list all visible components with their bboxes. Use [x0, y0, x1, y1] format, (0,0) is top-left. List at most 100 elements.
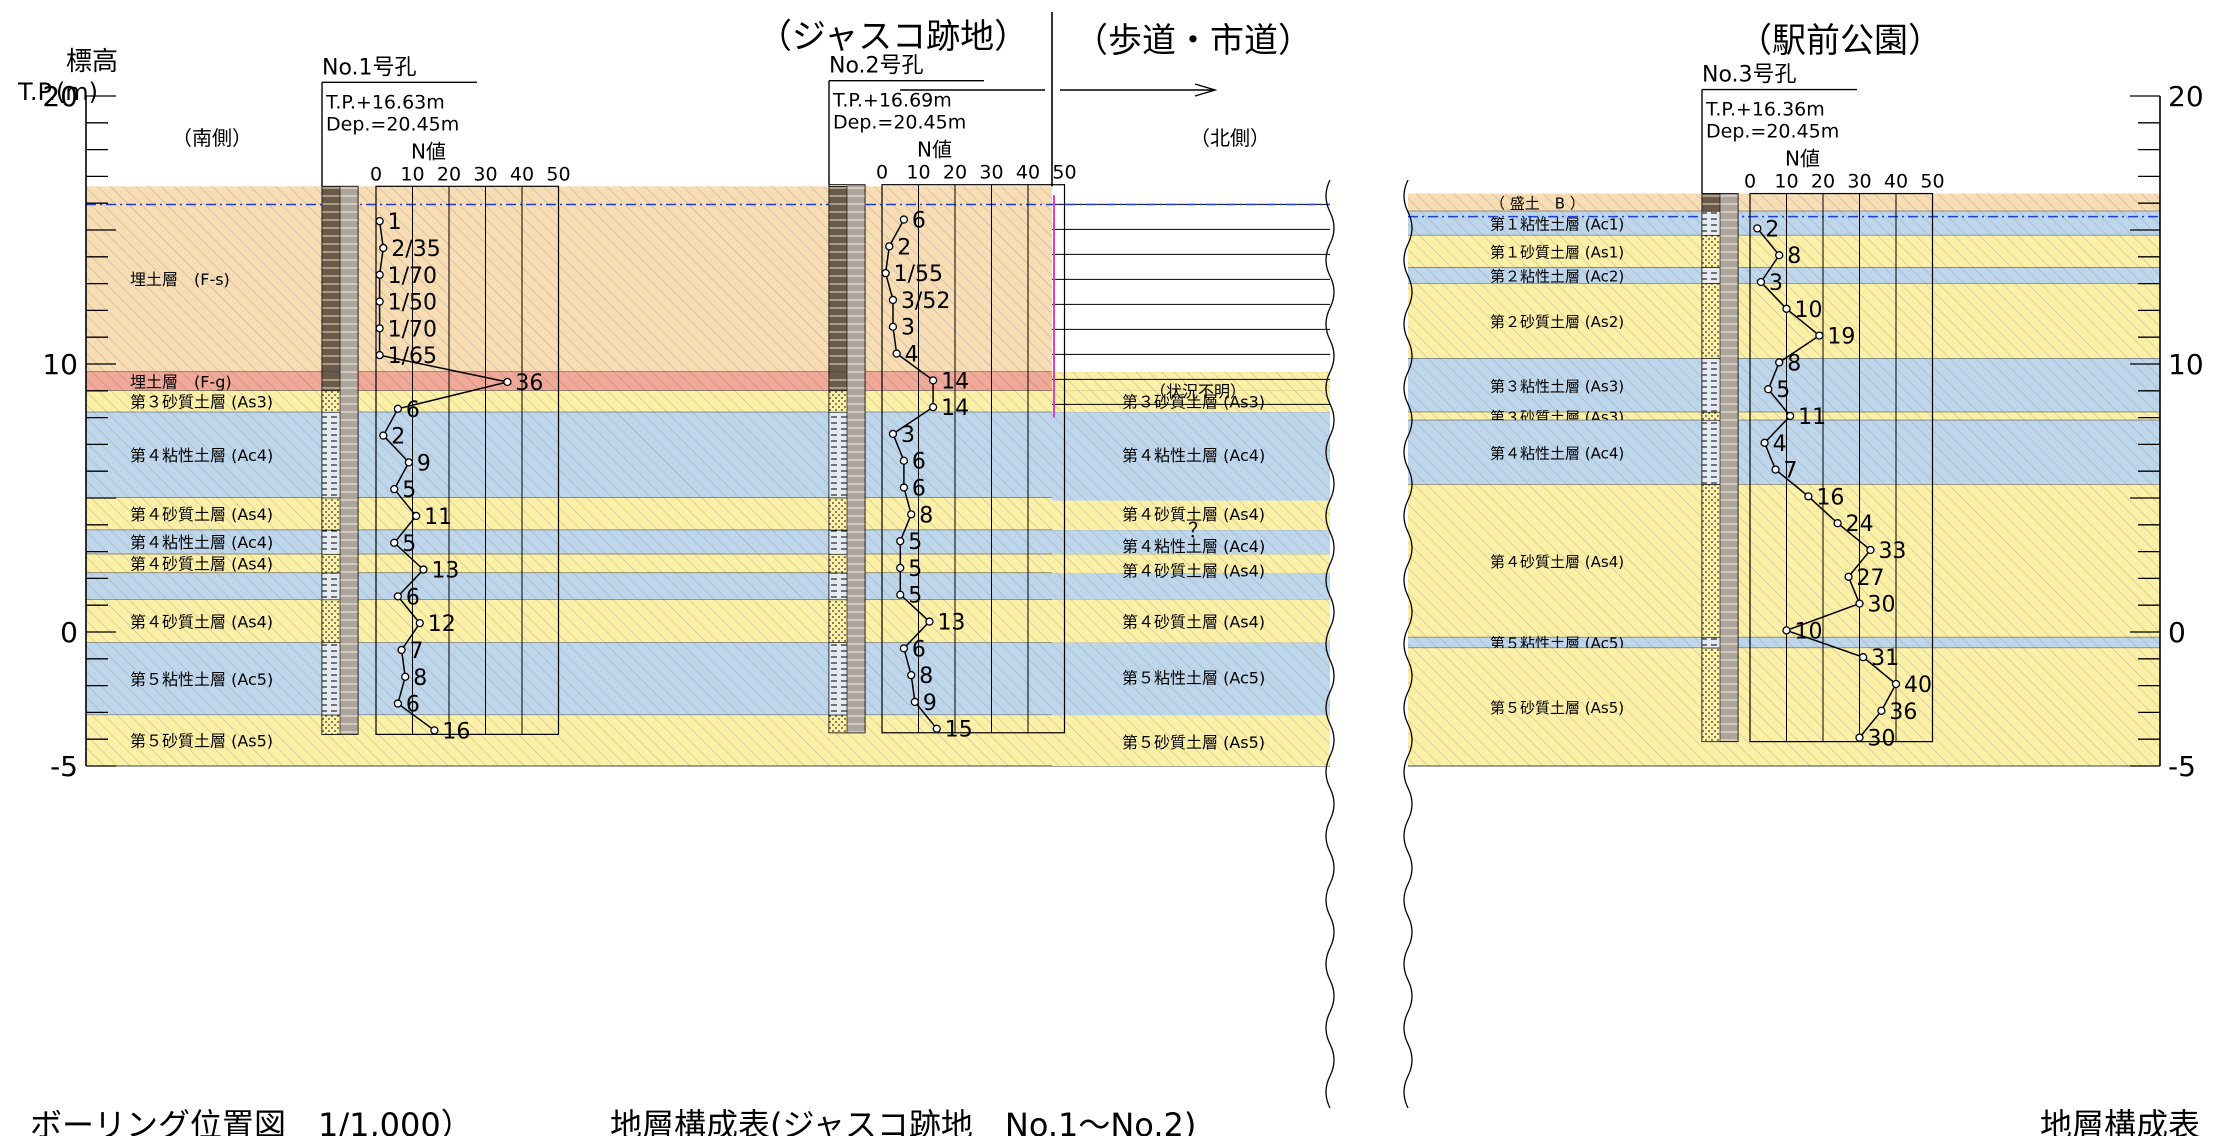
n-value-text: 3 — [1769, 271, 1783, 296]
n-value-text: 8 — [919, 664, 933, 689]
layer-label: 第４粘性土層 (Ac4) — [130, 533, 273, 552]
borehole-name: No.3号孔 — [1702, 63, 1797, 88]
site-title-jasco: （ジャスコ跡地） — [758, 17, 1028, 57]
borehole-column-layer — [1701, 637, 1721, 649]
borehole-depth: Dep.=20.45m — [1706, 121, 1839, 143]
borehole-column-layer — [828, 529, 848, 555]
borehole-column-layer — [828, 497, 848, 531]
layer-hatch — [86, 412, 1052, 498]
n-value-point — [888, 322, 898, 331]
layer-label: 第１粘性土層 (Ac1) — [1490, 215, 1624, 233]
n-value-text: 6 — [912, 477, 926, 502]
unknown-question-mark: ？ — [1188, 518, 1208, 542]
layer-hatch — [86, 186, 1052, 373]
n-value-text: 36 — [515, 371, 543, 396]
n-value-point — [896, 536, 905, 546]
right-axis-label: 20 — [2168, 80, 2204, 113]
site-title-road: （歩道・市道） — [1074, 21, 1312, 61]
n-value-point — [1815, 331, 1824, 340]
n-value-point — [379, 243, 388, 253]
borehole-name: No.1号孔 — [322, 55, 417, 80]
layer-hatch — [1408, 484, 2160, 638]
north-layer-label: 第５粘性土層 (Ac5) — [1122, 669, 1265, 688]
layer-label: 第３砂質土層 (As3) — [130, 393, 273, 412]
n-value-point — [881, 268, 890, 278]
n-value-point — [430, 726, 439, 735]
n-value-point — [1760, 438, 1769, 447]
n-scale-tick: 20 — [437, 163, 461, 185]
n-value-text: 16 — [1816, 485, 1844, 510]
borehole-column-layer — [828, 371, 848, 392]
n-value-line — [884, 219, 938, 730]
site-title-park: （駅前公園） — [1738, 21, 1942, 61]
borehole-elevation: T.P.+16.69m — [832, 90, 952, 112]
borehole-column-layer — [1701, 267, 1721, 284]
n-value-text: 33 — [1878, 539, 1906, 564]
n-scale-tick: 20 — [1811, 171, 1835, 193]
n-value-point — [503, 377, 512, 387]
borehole-column-layer — [1701, 484, 1721, 638]
n-value-point — [896, 590, 905, 599]
borehole-column-layer — [828, 572, 848, 601]
n-value-text: 30 — [1868, 593, 1896, 618]
n-value-point — [404, 458, 414, 467]
borehole-column-layer — [321, 642, 341, 716]
north-layer-hatch — [1052, 642, 1330, 716]
n-scale-tick: 40 — [1016, 162, 1040, 184]
n-value-point — [1891, 679, 1901, 689]
n-value-point — [1764, 385, 1773, 394]
n-value-label: N値 — [1785, 147, 1820, 171]
right-axis-label: 10 — [2168, 348, 2204, 381]
n-value-text: 12 — [428, 612, 456, 637]
n-value-point — [393, 404, 403, 413]
north-layer-hatch — [1052, 412, 1330, 501]
n-value-text: 6 — [406, 693, 420, 718]
n-value-point — [375, 324, 384, 333]
north-layer-hatch — [1052, 715, 1330, 766]
n-value-label: N値 — [411, 139, 446, 163]
n-value-point — [899, 456, 909, 465]
north-layer-hatch — [1052, 573, 1330, 600]
n-value-text: 1/70 — [388, 264, 437, 289]
borehole-column-layer — [321, 390, 341, 413]
n-scale-tick: 10 — [1774, 171, 1798, 193]
n-value-text: 30 — [1868, 727, 1896, 752]
n-value-text: 10 — [1795, 298, 1823, 323]
n-value-text: 27 — [1857, 566, 1885, 591]
left-axis-label: 10 — [42, 348, 78, 381]
north-layer-label: 第３砂質土層 (As3) — [1122, 393, 1265, 412]
n-graph-frame — [881, 184, 1066, 734]
n-value-text: 11 — [1798, 405, 1826, 430]
n-value-point — [379, 431, 388, 440]
n-scale-tick: 20 — [943, 162, 967, 184]
n-value-text: 6 — [912, 637, 926, 662]
n-value-text: 13 — [937, 611, 965, 636]
n-scale-tick: 10 — [400, 163, 424, 185]
right-axis-label: 0 — [2168, 616, 2186, 649]
borehole-column-layer — [1701, 647, 1721, 742]
n-value-text: 24 — [1846, 512, 1874, 537]
n-value-point — [1771, 465, 1780, 474]
n-value-point — [1844, 572, 1853, 581]
borehole-column-layer — [828, 186, 848, 373]
n-value-text: 6 — [406, 398, 420, 423]
n-scale-tick: 30 — [1847, 171, 1871, 193]
n-value-text: 1/70 — [388, 317, 437, 342]
n-value-point — [1753, 224, 1762, 233]
n-value-point — [393, 699, 403, 708]
n-value-point — [1855, 599, 1864, 608]
borehole-column-layer — [828, 642, 848, 716]
borehole-column-layer — [321, 371, 341, 392]
layer-label: 第５粘性土層 (Ac5) — [130, 670, 273, 689]
n-value-text: 1/55 — [894, 262, 943, 287]
borehole-column-layer — [321, 497, 341, 531]
n-value-text: 8 — [919, 503, 933, 528]
layer-hatch — [86, 530, 1052, 555]
borehole-column-layer — [828, 599, 848, 644]
n-value-text: 40 — [1904, 673, 1932, 698]
right-axis-label: -5 — [2168, 750, 2196, 783]
n-value-point — [415, 619, 424, 628]
n-value-text: 8 — [413, 666, 427, 691]
layer-hatch — [1408, 358, 2160, 413]
